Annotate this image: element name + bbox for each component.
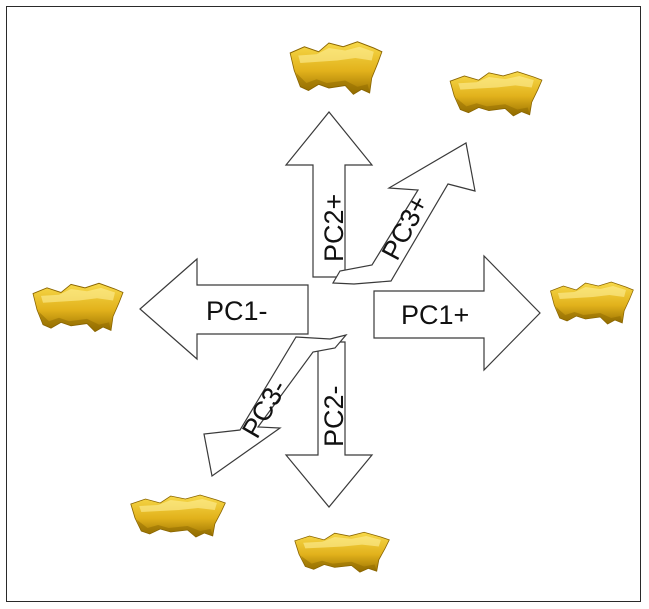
pc2-plus-arrow [284, 111, 374, 278]
pc3-plus-arrow [331, 142, 476, 285]
pc1-minus-label: PC1- [206, 296, 268, 326]
pc1-plus-arrow [373, 254, 541, 372]
pc3-minus-label: PC3- [236, 375, 293, 443]
pc1-plus-label: PC1+ [401, 300, 469, 330]
pc3-minus-arrow [203, 333, 348, 478]
pc2-plus-label: PC2+ [319, 194, 349, 262]
pc2-minus-arrow [284, 341, 374, 508]
shape-pc1-minus-icon [32, 282, 124, 333]
shape-pc3-plus-icon [449, 71, 543, 117]
pc2-minus-label: PC2- [319, 385, 349, 447]
shape-pc1-plus-icon [550, 281, 634, 325]
shape-pc3-minus-icon [130, 494, 226, 538]
pc3-plus-label: PC3+ [376, 190, 435, 264]
shape-pc2-minus-icon [294, 531, 390, 573]
pc1-minus-arrow [139, 257, 309, 361]
shape-pc2-plus-icon [289, 41, 383, 95]
